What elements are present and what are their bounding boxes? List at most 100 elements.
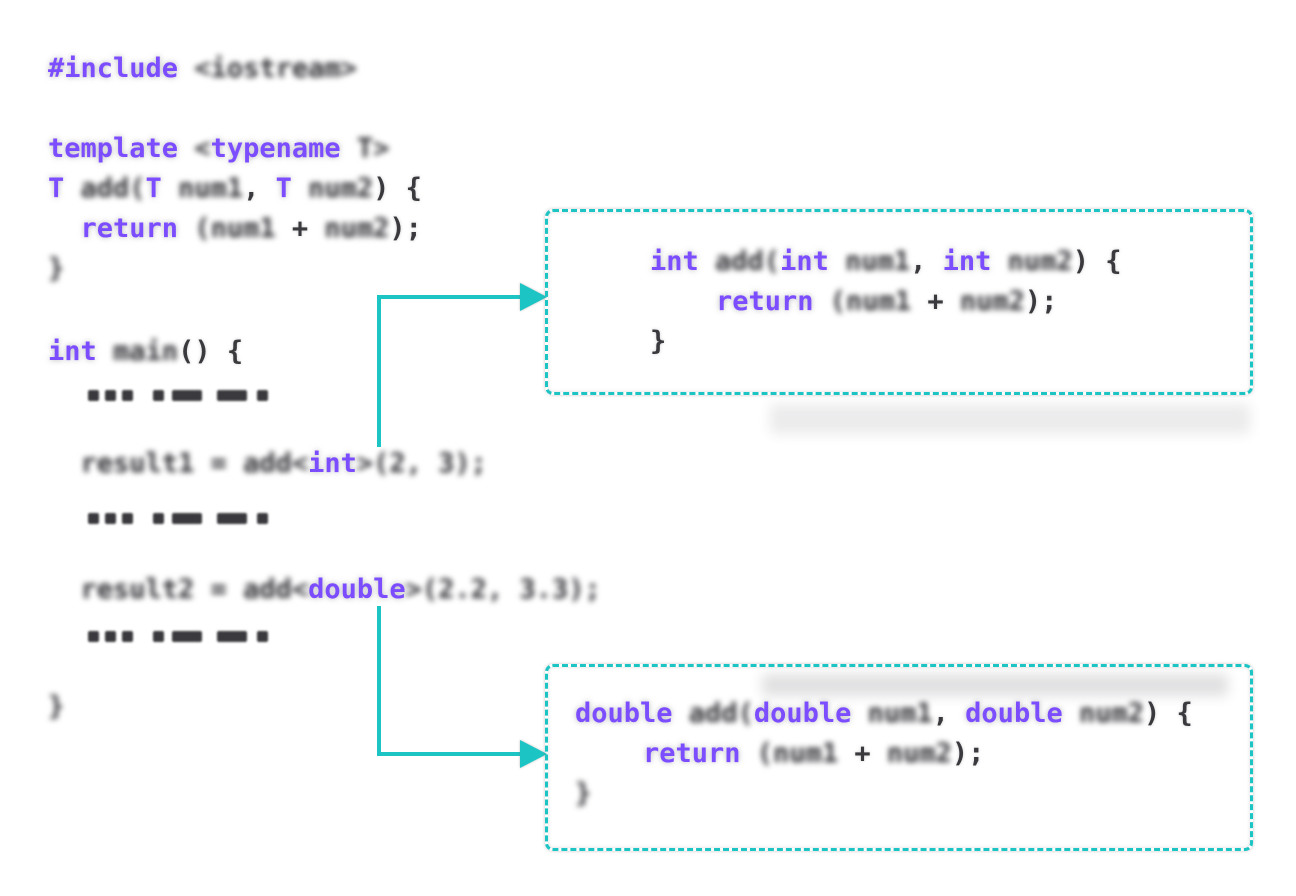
redacted-text: num1 bbox=[828, 246, 911, 277]
code-keyword: int bbox=[780, 246, 829, 277]
code-text: ) { bbox=[1144, 698, 1193, 729]
redacted-text: num1 bbox=[851, 698, 933, 729]
code-text: ); bbox=[951, 738, 985, 769]
code-text: ) { bbox=[1072, 246, 1122, 277]
ellipsis-dash bbox=[217, 630, 247, 642]
code-keyword: int bbox=[48, 336, 97, 367]
box-int-line-signature: int add(int num1, int num2) { bbox=[650, 245, 1121, 279]
redacted-text: (num1 bbox=[178, 213, 276, 244]
arrowhead-icon bbox=[520, 283, 547, 311]
code-text: + bbox=[911, 286, 960, 317]
redacted-text: >(2.2, 3.3); bbox=[405, 574, 601, 605]
code-keyword: typename bbox=[210, 133, 341, 164]
code-keyword: T bbox=[275, 173, 292, 204]
redacted-text: result2 = add< bbox=[80, 574, 309, 605]
ellipsis-dot bbox=[153, 630, 164, 642]
ghost-blurred-text bbox=[770, 404, 1250, 434]
ellipsis-dash bbox=[172, 389, 202, 401]
box-int-line-return: return (num1 + num2); bbox=[716, 285, 1057, 319]
code-text bbox=[48, 574, 81, 605]
code-line-call-double: result2 = add<double>(2.2, 3.3); bbox=[48, 573, 601, 607]
redacted-text: add( bbox=[672, 698, 754, 729]
code-text: , bbox=[243, 173, 276, 204]
code-line-include: #include <iostream> bbox=[48, 52, 357, 86]
code-text: ) { bbox=[373, 173, 422, 204]
redacted-text: < bbox=[178, 133, 211, 164]
code-keyword: int bbox=[942, 246, 992, 277]
code-text bbox=[48, 213, 81, 244]
ellipsis-dot bbox=[257, 389, 268, 401]
omitted-code-ellipsis bbox=[88, 389, 268, 401]
code-keyword: #include bbox=[48, 53, 179, 84]
redacted-text: main bbox=[96, 336, 179, 367]
code-keyword: T bbox=[48, 173, 65, 204]
redacted-text: T> bbox=[340, 133, 390, 164]
redacted-text: } bbox=[48, 253, 65, 284]
code-text: } bbox=[650, 326, 667, 357]
ellipsis-dash bbox=[172, 630, 202, 642]
double-instantiation-box bbox=[545, 664, 1253, 851]
redacted-text: add( bbox=[64, 173, 146, 204]
code-keyword: template bbox=[48, 133, 179, 164]
ellipsis-dot bbox=[153, 389, 164, 401]
redacted-text: } bbox=[48, 691, 65, 722]
code-keyword: return bbox=[80, 213, 179, 244]
ellipsis-dot bbox=[257, 512, 268, 524]
redacted-text: add( bbox=[698, 246, 781, 277]
code-line-return: return (num1 + num2); bbox=[48, 212, 422, 246]
ellipsis-dot bbox=[122, 389, 133, 401]
ellipsis-dot bbox=[88, 630, 99, 642]
code-text: () { bbox=[178, 336, 244, 367]
ellipsis-dot bbox=[105, 389, 116, 401]
ghost-blurred-text bbox=[762, 674, 1228, 696]
ellipsis-dot bbox=[122, 630, 133, 642]
ellipsis-dot bbox=[88, 512, 99, 524]
code-keyword: double bbox=[575, 698, 673, 729]
redacted-text: num2 bbox=[1062, 698, 1144, 729]
code-line-function-signature: T add(T num1, T num2) { bbox=[48, 172, 422, 206]
ellipsis-dot bbox=[257, 630, 268, 642]
redacted-text: <iostream> bbox=[178, 53, 357, 84]
code-text: ); bbox=[389, 213, 422, 244]
redacted-text: num2 bbox=[959, 286, 1025, 317]
code-line-main: int main() { bbox=[48, 335, 243, 369]
box-int-line-close: } bbox=[650, 325, 666, 359]
redacted-text: num2 bbox=[324, 213, 390, 244]
omitted-code-ellipsis bbox=[88, 630, 268, 642]
box-double-line-return: return (num1 + num2); bbox=[643, 737, 984, 771]
ellipsis-dash bbox=[217, 389, 247, 401]
redacted-text: num2 bbox=[886, 738, 952, 769]
code-keyword: T bbox=[145, 173, 162, 204]
redacted-text: >(2, 3); bbox=[356, 448, 487, 479]
omitted-code-ellipsis bbox=[88, 512, 268, 524]
arrow-line-vertical bbox=[377, 295, 381, 447]
code-line-close-function: } bbox=[48, 252, 64, 286]
arrow-line-vertical bbox=[377, 606, 381, 756]
code-text bbox=[48, 448, 81, 479]
code-text: + bbox=[275, 213, 325, 244]
redacted-text: num1 bbox=[161, 173, 244, 204]
redacted-text: result1 = add< bbox=[80, 448, 309, 479]
redacted-text: (num1 bbox=[813, 286, 912, 317]
code-text: , bbox=[932, 698, 966, 729]
redacted-text: } bbox=[575, 778, 592, 809]
box-double-line-close: } bbox=[575, 777, 591, 811]
ellipsis-dot bbox=[88, 389, 99, 401]
code-line-template: template <typename T> bbox=[48, 132, 389, 166]
arrowhead-icon bbox=[520, 740, 547, 768]
ellipsis-dot bbox=[105, 630, 116, 642]
code-keyword: double bbox=[308, 574, 406, 605]
int-instantiation-box bbox=[545, 209, 1253, 395]
ellipsis-dot bbox=[122, 512, 133, 524]
ellipsis-dot bbox=[153, 512, 164, 524]
code-text: , bbox=[910, 246, 943, 277]
code-keyword: int bbox=[308, 448, 357, 479]
redacted-text: (num1 bbox=[740, 738, 839, 769]
redacted-text: num2 bbox=[291, 173, 374, 204]
arrow-line-horizontal bbox=[377, 295, 522, 299]
box-double-line-signature: double add(double num1, double num2) { bbox=[575, 697, 1193, 731]
code-line-call-int: result1 = add<int>(2, 3); bbox=[48, 447, 487, 481]
ellipsis-dash bbox=[217, 512, 247, 524]
code-text: ); bbox=[1024, 286, 1058, 317]
